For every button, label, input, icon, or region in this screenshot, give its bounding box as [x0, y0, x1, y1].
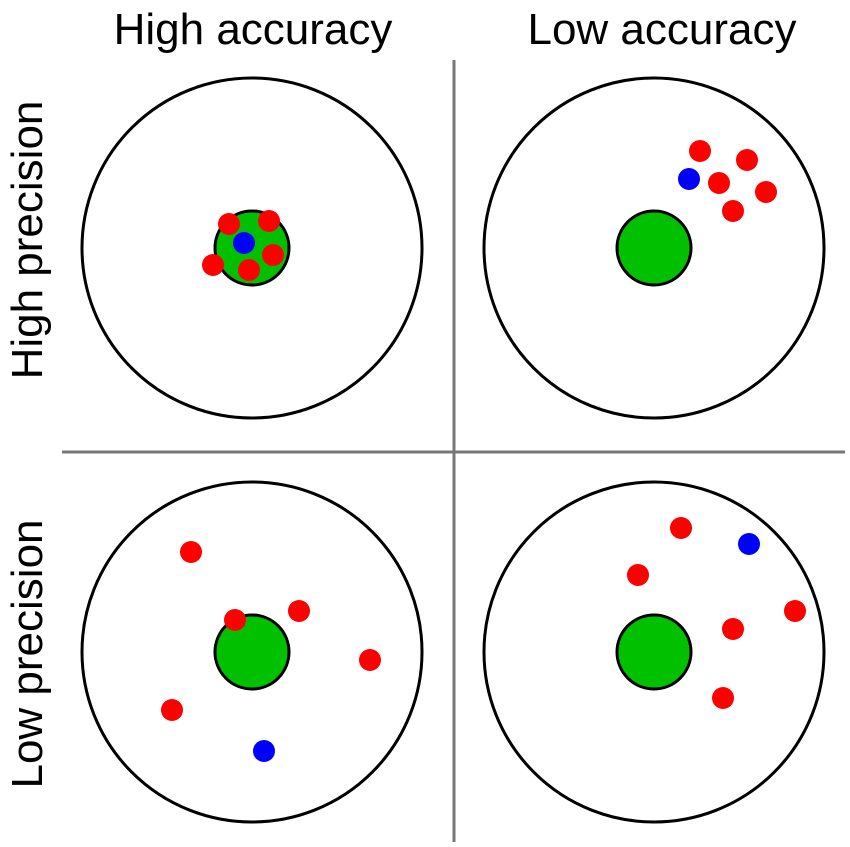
shot-point: [161, 699, 183, 721]
row-header-low-precision: Low precision: [3, 519, 52, 788]
mean-point: [738, 533, 760, 555]
shot-point: [359, 649, 381, 671]
shot-point: [755, 181, 777, 203]
shot-point: [722, 200, 744, 222]
mean-point: [233, 232, 255, 254]
panel-low-precision-high-accuracy: [80, 480, 424, 824]
panel-high-precision-low-accuracy: [482, 76, 826, 420]
column-header-high-accuracy: High accuracy: [114, 5, 393, 54]
shot-point: [736, 149, 758, 171]
shot-point: [180, 541, 202, 563]
shot-point: [722, 618, 744, 640]
shot-point: [202, 254, 224, 276]
bullseye: [615, 613, 693, 691]
shot-point: [784, 600, 806, 622]
bullseye: [213, 613, 291, 691]
panel-high-precision-high-accuracy: [80, 76, 424, 420]
shot-point: [258, 210, 280, 232]
shot-point: [627, 564, 649, 586]
shot-point: [238, 259, 260, 281]
mean-point: [678, 168, 700, 190]
column-header-low-accuracy: Low accuracy: [527, 5, 796, 54]
shot-point: [288, 600, 310, 622]
shot-point: [712, 687, 734, 709]
row-header-high-precision: High precision: [3, 101, 52, 380]
panel-low-precision-low-accuracy: [482, 480, 826, 824]
shot-point: [670, 517, 692, 539]
shot-point: [262, 244, 284, 266]
shot-point: [708, 172, 730, 194]
shot-point: [224, 609, 246, 631]
shot-point: [689, 140, 711, 162]
shot-point: [218, 213, 240, 235]
mean-point: [253, 740, 275, 762]
bullseye: [615, 209, 693, 287]
